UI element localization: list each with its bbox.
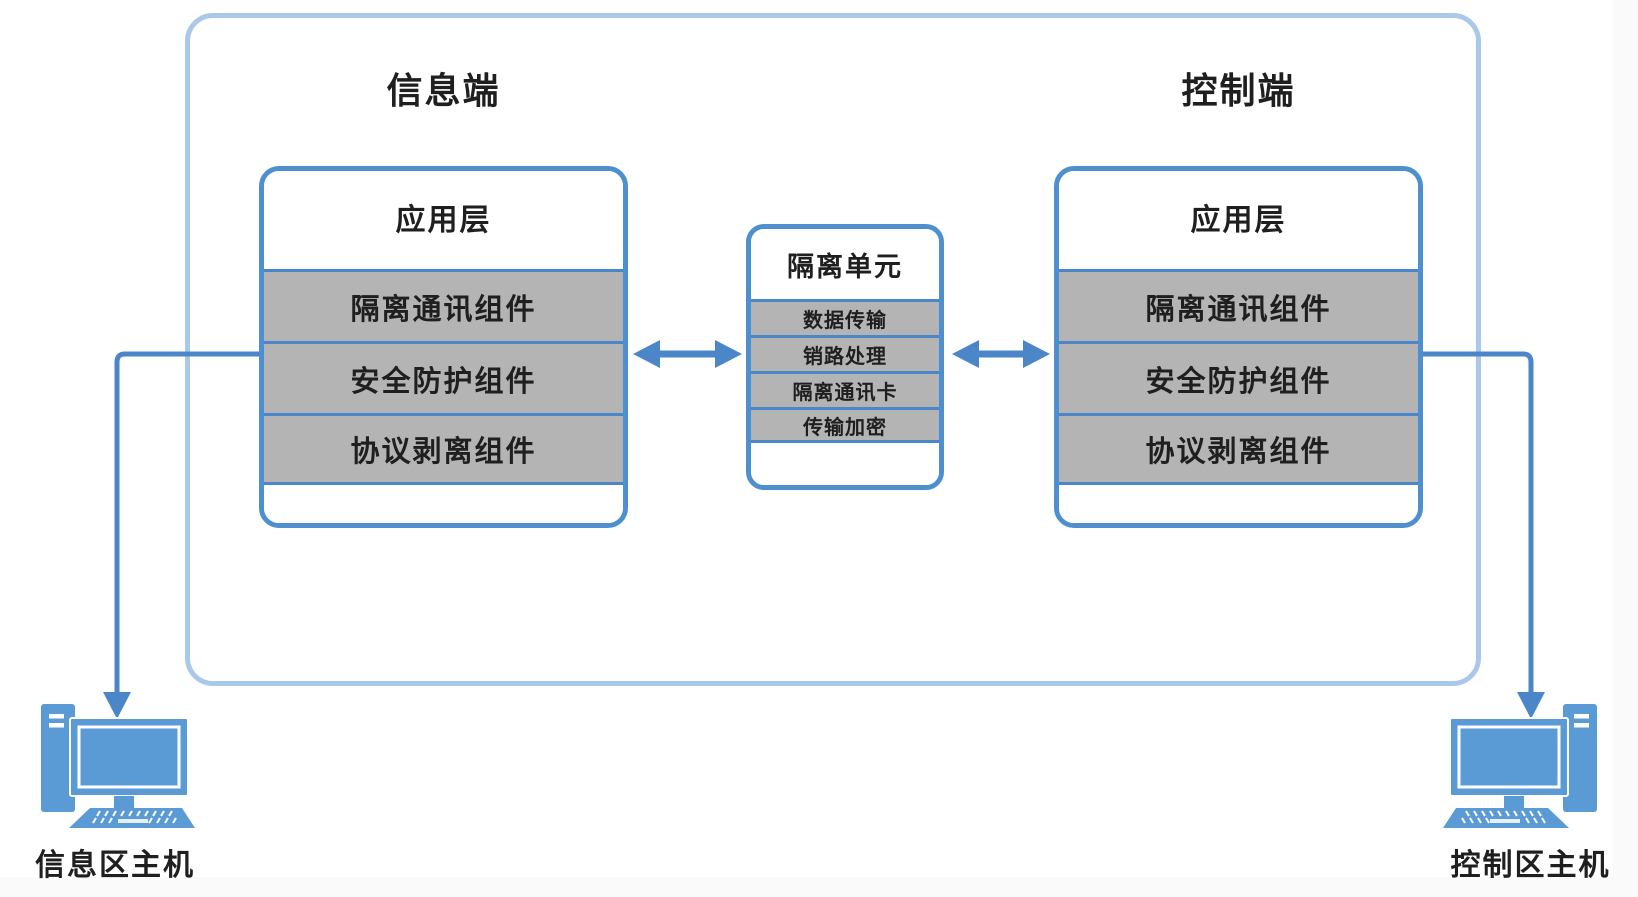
control-stack-row-protocol-strip: 协议剥离组件 xyxy=(1059,413,1418,485)
isolation-unit: 隔离单元 数据传输 销路处理 隔离通讯卡 传输加密 xyxy=(746,224,944,490)
control-stack-row-isolation-comm: 隔离通讯组件 xyxy=(1059,269,1418,341)
isolation-unit-header: 隔离单元 xyxy=(751,229,939,299)
info-host-computer-icon xyxy=(41,704,195,828)
unit-row-isolation-card: 隔离通讯卡 xyxy=(751,371,939,407)
info-stack-footer xyxy=(264,485,623,523)
page-edge-right xyxy=(1613,0,1638,897)
isolation-unit-footer xyxy=(751,443,939,485)
control-stack-row-security: 安全防护组件 xyxy=(1059,341,1418,413)
control-host-computer-icon xyxy=(1443,704,1597,828)
info-application-stack: 应用层 隔离通讯组件 安全防护组件 协议剥离组件 xyxy=(259,166,628,528)
info-side-title: 信息端 xyxy=(386,70,501,111)
outer-boundary xyxy=(185,13,1481,686)
info-stack-header: 应用层 xyxy=(264,171,623,269)
control-host-label: 控制区主机 xyxy=(1450,849,1611,882)
control-stack-footer xyxy=(1059,485,1418,523)
info-host-label: 信息区主机 xyxy=(35,849,195,882)
info-stack-row-security: 安全防护组件 xyxy=(264,341,623,413)
info-stack-row-protocol-strip: 协议剥离组件 xyxy=(264,413,623,485)
page-edge-bottom xyxy=(0,877,1638,897)
control-stack-header: 应用层 xyxy=(1059,171,1418,269)
control-side-title: 控制端 xyxy=(1181,70,1296,111)
unit-row-encryption: 传输加密 xyxy=(751,407,939,443)
info-stack-row-isolation-comm: 隔离通讯组件 xyxy=(264,269,623,341)
unit-row-link-processing: 销路处理 xyxy=(751,335,939,371)
unit-row-data-transfer: 数据传输 xyxy=(751,299,939,335)
control-application-stack: 应用层 隔离通讯组件 安全防护组件 协议剥离组件 xyxy=(1054,166,1423,528)
